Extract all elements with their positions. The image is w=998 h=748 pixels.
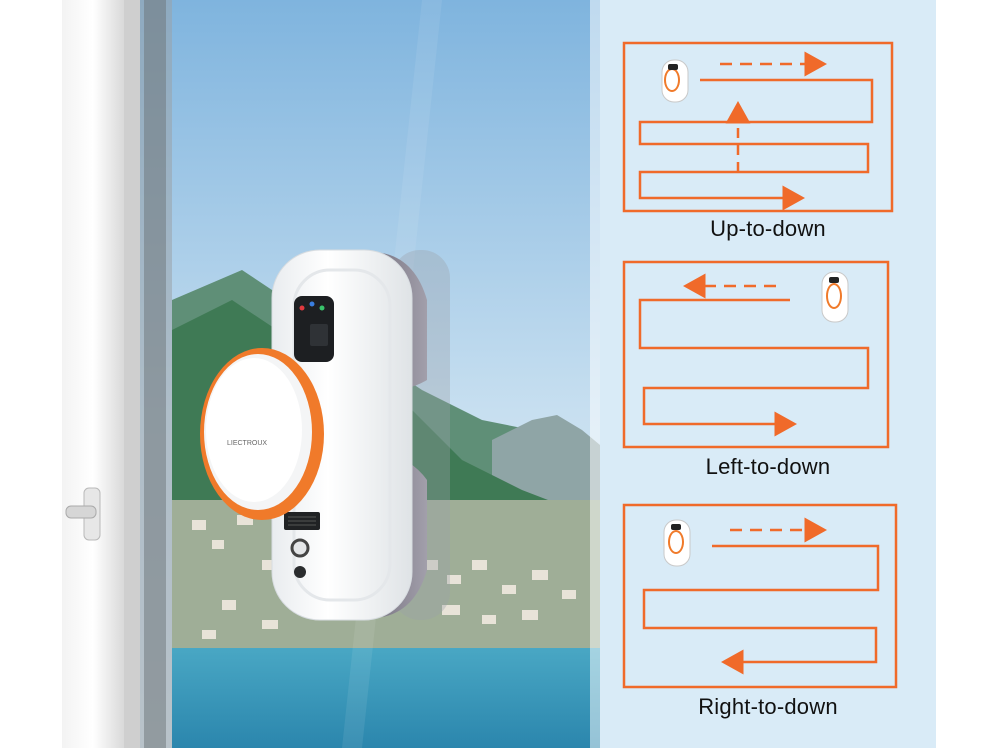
frame-3 [622,503,898,689]
frame-2 [622,260,890,449]
path-diagrams [622,41,898,689]
robot-icon-2 [821,271,849,323]
caption-right-to-down: Right-to-down [698,694,838,719]
window-scene: LIECTROUX [62,0,600,748]
path-2 [638,298,870,437]
robot-cleaner [200,249,450,621]
window-photo: LIECTROUX [62,0,600,748]
frame-1 [622,41,894,213]
path-1 [638,78,874,211]
robot-icon-3 [663,519,691,567]
path-3 [642,544,880,675]
diagram-right-to-down [622,503,898,689]
caption-left-to-down: Left-to-down [705,454,831,479]
caption-up-to-down: Up-to-down [710,216,826,241]
brand-label: LIECTROUX [227,440,267,447]
diagram-up-to-down [622,41,894,213]
robot-icon-1 [661,59,689,103]
cleaning-modes-panel: Up-to-down Left-to-down Right-to-down [600,0,936,748]
diagram-left-to-down [622,260,890,449]
